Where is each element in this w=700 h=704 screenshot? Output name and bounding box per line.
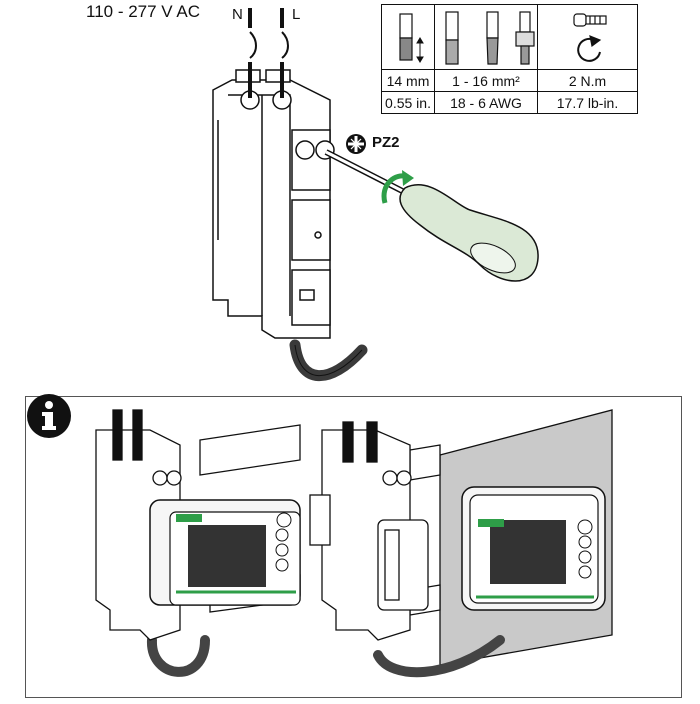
meter-module	[212, 69, 335, 339]
right-meter-module	[309, 421, 429, 641]
screwdriver-type-label: PZ2	[372, 134, 400, 151]
wiring-spec-table: 14 mm 1 - 16 mm² 2 N.m 0.55 in. 18 - 6 A…	[381, 4, 638, 114]
input-wires	[248, 8, 289, 98]
strip-length-metric: 14 mm	[381, 69, 435, 92]
voltage-label: 110 - 277 V AC	[86, 2, 201, 21]
strip-length-imperial: 0.55 in.	[381, 91, 435, 114]
phillips-pozidriv-icon	[346, 134, 366, 154]
info-panel	[25, 396, 682, 698]
wire-size-cell	[434, 4, 538, 70]
info-icon	[27, 394, 71, 438]
right-display-unit	[461, 486, 606, 611]
torque-imperial: 17.7 lb-in.	[537, 91, 638, 114]
line-wire-label: L	[292, 6, 301, 23]
wire-size-metric: 1 - 16 mm²	[434, 69, 538, 92]
left-display-unit	[149, 499, 301, 606]
strip-length-cell	[381, 4, 435, 70]
screwdriver	[324, 149, 539, 282]
neutral-wire-label: N	[232, 6, 243, 23]
torque-cell	[537, 4, 638, 70]
